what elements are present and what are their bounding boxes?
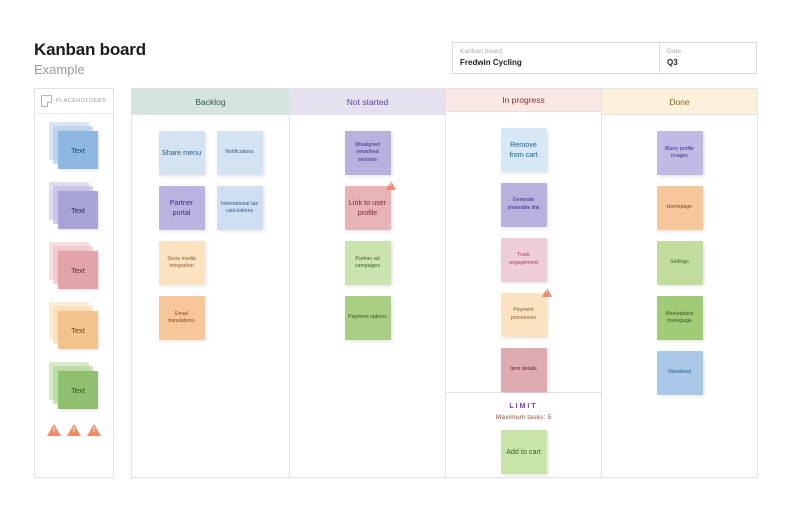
task-card[interactable]: Homepage [656, 186, 703, 230]
task-card-label: Payment processors [510, 307, 537, 321]
meta-cell-date[interactable]: Date Q3 [660, 43, 756, 73]
task-card-label: Settings [670, 259, 689, 266]
task-card-label: Partner portal [169, 198, 194, 217]
stack-layer-front[interactable]: Text [58, 311, 98, 349]
task-card-label: Track engagement [509, 252, 538, 266]
task-card-label: Share menu [161, 148, 202, 157]
stack-layer-front[interactable]: Text [58, 131, 98, 169]
task-card-label: Link to user profile [348, 198, 387, 217]
task-card[interactable]: International tax calculations [216, 186, 263, 230]
task-card-label: Email translations [168, 310, 195, 325]
limit-section: LIMIT Maximum tasks: 5 Add to cart [446, 393, 601, 477]
placeholder-stack[interactable]: Text [49, 182, 99, 230]
column-header-backlog[interactable]: Backlog [132, 89, 289, 115]
warning-icon[interactable] [541, 287, 552, 297]
task-card-label: Notifications [225, 149, 254, 156]
board-meta-table: Kanban board Fredwin Cycling Date Q3 [452, 42, 757, 74]
warning-icon[interactable] [47, 424, 61, 436]
page-subtitle: Example [34, 62, 85, 77]
meta-value-board: Fredwin Cycling [460, 58, 522, 67]
task-card-label: Misaligned newsfeed sections [355, 141, 380, 163]
task-card[interactable]: Settings [656, 241, 703, 285]
warning-icon[interactable] [385, 181, 396, 190]
limit-task-card[interactable]: Add to cart [500, 429, 547, 474]
warning-icon[interactable] [67, 424, 81, 436]
task-card[interactable]: Socia media integration [158, 241, 205, 285]
stack-layer-front[interactable]: Text [58, 191, 98, 229]
task-card[interactable]: Remove from cart [500, 127, 547, 172]
task-card-label: Payment options [348, 314, 387, 321]
stack-layer-front[interactable]: Text [58, 371, 98, 409]
task-card-label: Blurry profile images [664, 145, 695, 160]
limit-subtitle: Maximum tasks: 5 [495, 413, 552, 421]
placeholder-label: Text [71, 145, 85, 155]
column-header-in-progress[interactable]: In progress [446, 89, 601, 112]
task-card[interactable]: Payment options [344, 296, 391, 340]
placeholder-label: Text [71, 205, 85, 215]
meta-label-date: Date [667, 48, 682, 55]
task-card[interactable]: Newsfeed [656, 351, 703, 395]
task-card[interactable]: Item details [500, 347, 547, 392]
placeholder-label: Text [71, 325, 85, 335]
page-title: Kanban board [34, 40, 146, 59]
placeholder-label: Text [71, 385, 85, 395]
placeholders-title: PLACEHOLDERS [56, 98, 107, 104]
task-card[interactable]: Link to user profile [344, 181, 396, 230]
task-card[interactable]: Partner portal [158, 186, 205, 230]
task-card-label: Socia media integration [167, 255, 196, 270]
task-card[interactable]: Email translations [158, 296, 205, 340]
task-card-label: Remove from cart [509, 139, 538, 159]
task-card[interactable]: Track engagement [500, 237, 547, 282]
placeholder-stack[interactable]: Text [49, 362, 99, 410]
placeholder-stack[interactable]: Text [49, 122, 99, 170]
task-card-label: International tax calculations [221, 200, 258, 215]
note-icon [41, 95, 52, 107]
task-card[interactable]: Marketplace homepage [656, 296, 703, 340]
task-card-label: Homepage [666, 204, 693, 211]
task-card[interactable]: Share menu [158, 131, 205, 175]
column-header-done[interactable]: Done [602, 89, 757, 115]
task-card[interactable]: Blurry profile images [656, 131, 703, 175]
task-card-label: Newsfeed [667, 369, 692, 376]
title-block: Kanban board Example [34, 40, 146, 78]
meta-cell-board[interactable]: Kanban board Fredwin Cycling [453, 43, 660, 73]
limit-divider [446, 391, 601, 393]
task-card-label: Partner ad campaigns [354, 255, 381, 270]
stack-layer-front[interactable]: Text [58, 251, 98, 289]
placeholders-header: PLACEHOLDERS [35, 89, 113, 114]
meta-value-date: Q3 [667, 58, 678, 67]
task-card-label: Marketplace homepage [665, 310, 694, 325]
limit-card-wrap: Add to cart [500, 429, 547, 474]
task-card-label: Item details [510, 366, 537, 373]
placeholder-stack[interactable]: Text [49, 242, 99, 290]
task-card[interactable]: Partner ad campaigns [344, 241, 391, 285]
limit-title: LIMIT [509, 402, 538, 410]
warning-icon[interactable] [87, 424, 101, 436]
task-card-label: Add to cart [506, 446, 541, 456]
task-card[interactable]: Misaligned newsfeed sections [344, 131, 391, 175]
meta-label-board: Kanban board [460, 48, 503, 55]
task-card[interactable]: Generate shareable link [500, 182, 547, 227]
sidebar-warning-row [35, 424, 113, 436]
placeholder-label: Text [71, 265, 85, 275]
task-card[interactable]: Payment processors [500, 287, 552, 337]
placeholder-stack[interactable]: Text [49, 302, 99, 350]
column-header-not-started[interactable]: Not started [290, 89, 445, 115]
task-card[interactable]: Notifications [216, 131, 263, 175]
task-card-label: Generate shareable link [507, 197, 540, 211]
